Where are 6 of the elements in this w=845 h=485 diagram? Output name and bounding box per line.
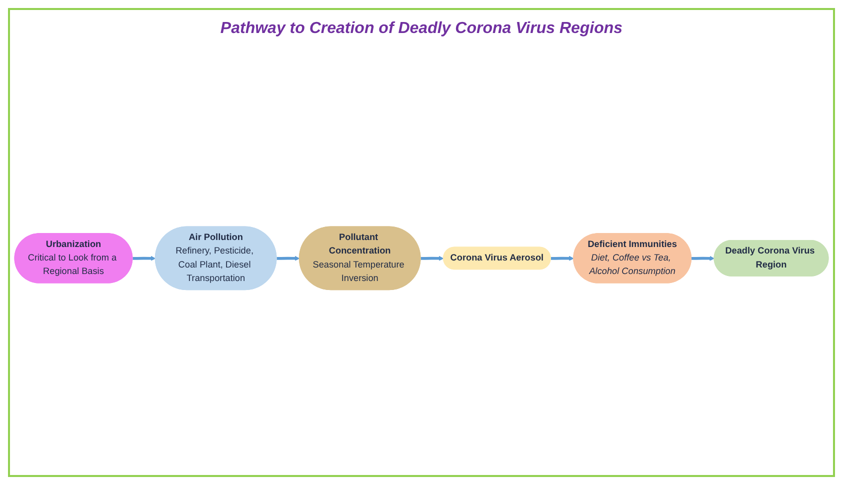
diagram-title: Pathway to Creation of Deadly Corona Virus Regions [220, 20, 623, 38]
arrow [550, 256, 574, 262]
arrow [420, 256, 444, 262]
arrow [276, 256, 300, 262]
arrow [691, 256, 715, 262]
arrow [132, 256, 156, 262]
